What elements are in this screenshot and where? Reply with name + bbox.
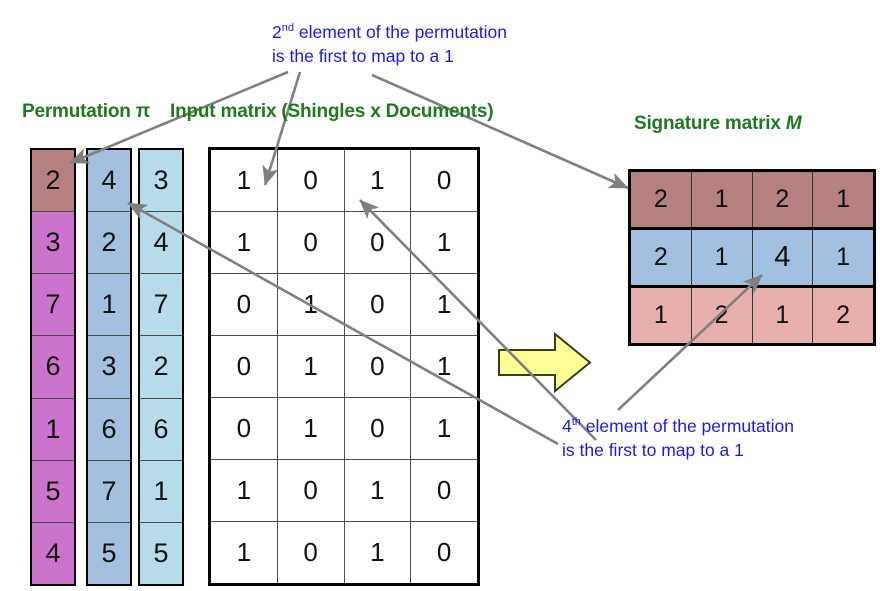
input-matrix-cell: 0 bbox=[278, 150, 345, 211]
signature-matrix-cell: 2 bbox=[631, 230, 692, 285]
permutation-cell: 2 bbox=[32, 150, 74, 213]
permutation-cell: 6 bbox=[32, 336, 74, 399]
permutation-cell: 5 bbox=[32, 460, 74, 523]
permutation-cell: 7 bbox=[88, 460, 130, 523]
signature-matrix-cell: 2 bbox=[692, 288, 753, 343]
callout-bottom-line1: 4th element of the permutation bbox=[562, 414, 794, 438]
permutation-cell: 4 bbox=[88, 150, 130, 213]
input-matrix-cell: 0 bbox=[211, 336, 278, 397]
callout-bottom-ordinal-suffix: th bbox=[571, 416, 581, 429]
permutation-cell: 1 bbox=[32, 398, 74, 461]
permutation-cell: 3 bbox=[32, 212, 74, 275]
input-matrix-cell: 1 bbox=[278, 274, 345, 335]
input-matrix-cell: 1 bbox=[211, 460, 278, 521]
input-matrix-cell: 0 bbox=[345, 274, 412, 335]
input-matrix-cell: 0 bbox=[345, 212, 412, 273]
permutation-cell: 4 bbox=[32, 522, 74, 584]
footer-text bbox=[250, 583, 670, 591]
signature-matrix-cell: 4 bbox=[753, 230, 814, 285]
input-matrix-cell: 1 bbox=[211, 522, 278, 583]
callout-top: 2nd element of the permutation is the fi… bbox=[272, 20, 507, 68]
permutation-cell: 7 bbox=[140, 274, 182, 337]
input-matrix-cell: 0 bbox=[211, 274, 278, 335]
callout-bottom-ordinal: 4 bbox=[562, 416, 572, 436]
input-matrix-cell: 1 bbox=[436, 413, 452, 443]
permutation-cell: 6 bbox=[140, 398, 182, 461]
signature-matrix-cell: 2 bbox=[836, 301, 851, 329]
permutation-cell: 4 bbox=[140, 212, 182, 275]
permutation-cell: 7 bbox=[32, 274, 74, 337]
input-matrix-cell: 1 bbox=[345, 150, 412, 211]
callout-top-line1-rest: element of the permutation bbox=[293, 22, 508, 42]
callout-top-line1: 2nd element of the permutation bbox=[272, 20, 507, 44]
signature-matrix-cell: 1 bbox=[631, 288, 692, 343]
input-matrix-title: Input matrix (Shingles x Documents) bbox=[170, 101, 494, 122]
input-matrix-cell: 0 bbox=[436, 537, 452, 567]
permutation-cell: 2 bbox=[140, 336, 182, 399]
input-matrix-cell: 0 bbox=[436, 165, 452, 195]
input-matrix-cell: 1 bbox=[436, 351, 452, 381]
input-matrix-cell: 1 bbox=[345, 460, 412, 521]
input-matrix-cell: 0 bbox=[436, 475, 452, 505]
permutation-cell: 5 bbox=[140, 522, 182, 584]
signature-matrix-title: Signature matrix M bbox=[634, 113, 802, 135]
callout-top-ordinal: 2 bbox=[272, 22, 282, 42]
input-matrix-cell: 1 bbox=[436, 289, 452, 319]
signature-matrix-cell: 2 bbox=[631, 172, 692, 227]
signature-matrix-symbol: M bbox=[785, 113, 802, 134]
permutation-cell: 3 bbox=[140, 150, 182, 213]
signature-matrix-cell: 1 bbox=[692, 172, 753, 227]
signature-matrix-cell: 2 bbox=[753, 172, 814, 227]
input-matrix-cell: 1 bbox=[345, 522, 412, 583]
permutation-cell: 6 bbox=[88, 398, 130, 461]
input-matrix-cell: 1 bbox=[436, 227, 452, 257]
callout-bottom-line2: is the first to map to a 1 bbox=[562, 440, 744, 460]
permutation-cell: 2 bbox=[88, 212, 130, 275]
callout-top-line2: is the first to map to a 1 bbox=[272, 46, 454, 66]
input-matrix-cell: 1 bbox=[211, 150, 278, 211]
input-matrix-cell: 0 bbox=[278, 522, 345, 583]
permutation-cell: 5 bbox=[88, 522, 130, 584]
input-matrix-cell: 1 bbox=[278, 398, 345, 459]
permutation-cell: 1 bbox=[88, 274, 130, 337]
input-matrix-cell: 0 bbox=[211, 398, 278, 459]
signature-matrix-title-text: Signature matrix bbox=[634, 113, 786, 134]
input-matrix-cell: 0 bbox=[278, 212, 345, 273]
signature-matrix-cell: 1 bbox=[753, 288, 814, 343]
callout-bottom-line1-rest: element of the permutation bbox=[580, 416, 794, 436]
permutation-cell: 3 bbox=[88, 336, 130, 399]
callout-bottom: 4th element of the permutation is the fi… bbox=[562, 414, 794, 462]
permutation-title: Permutation π bbox=[22, 101, 151, 122]
signature-matrix-cell: 1 bbox=[692, 230, 753, 285]
callout-top-ordinal-suffix: nd bbox=[281, 22, 294, 35]
signature-matrix-cell: 1 bbox=[836, 243, 851, 271]
input-matrix-cell: 0 bbox=[345, 336, 412, 397]
input-matrix-cell: 1 bbox=[278, 336, 345, 397]
permutation-cell: 1 bbox=[140, 460, 182, 523]
input-matrix-cell: 0 bbox=[345, 398, 412, 459]
input-matrix-cell: 0 bbox=[278, 460, 345, 521]
signature-matrix-cell: 1 bbox=[836, 185, 851, 213]
input-matrix-cell: 1 bbox=[211, 212, 278, 273]
yellow-block-arrow bbox=[497, 330, 592, 395]
